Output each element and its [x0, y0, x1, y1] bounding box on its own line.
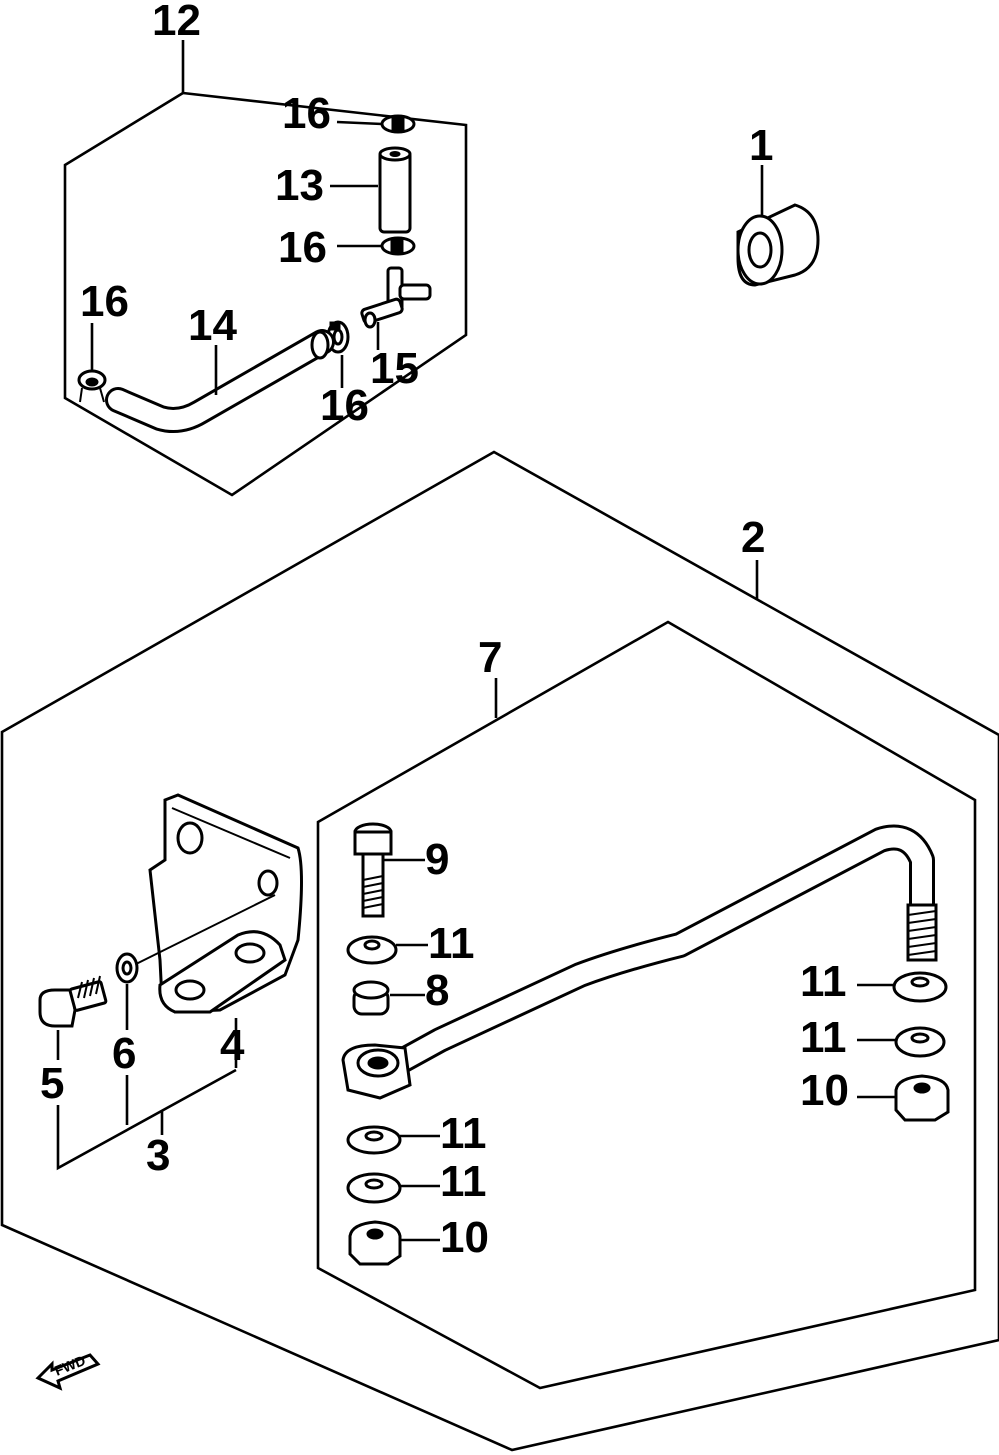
label-1: 1: [749, 121, 773, 170]
label-13: 13: [275, 161, 324, 210]
hose-13: [378, 146, 412, 234]
label-11-b: 11: [800, 957, 847, 1006]
label-9: 9: [425, 835, 449, 884]
forward-arrow-icon: FWD: [35, 1352, 101, 1391]
nut-10-right: [894, 1074, 950, 1122]
bracket-4: [127, 793, 303, 1014]
leader-16-top: [336, 120, 383, 126]
label-11-c: 11: [800, 1013, 847, 1062]
kit-12-outline: [63, 91, 468, 497]
kit-12-group: 12 16 13 16 15: [63, 0, 468, 497]
label-16-bottom: 16: [320, 381, 369, 430]
label-10-right: 10: [800, 1066, 849, 1115]
kit-7-outline: [316, 620, 977, 1390]
washer-11-d: [346, 1125, 402, 1155]
kit-7-group: 7 9 11 8: [316, 620, 977, 1390]
label-5: 5: [40, 1059, 64, 1108]
label-10-left: 10: [440, 1213, 489, 1262]
collar-8: [352, 980, 390, 1016]
label-6: 6: [112, 1029, 136, 1078]
washer-11-b: [892, 971, 948, 1003]
label-12: 12: [152, 0, 201, 45]
label-4: 4: [220, 1021, 245, 1070]
label-7: 7: [478, 633, 502, 682]
label-11-e: 11: [440, 1157, 487, 1206]
washer-11-a: [346, 935, 398, 965]
hose-clamp-16-left: [77, 369, 107, 403]
washer-11-c: [894, 1026, 946, 1058]
grommet-1: [736, 203, 820, 287]
assembly-3-bracket: [56, 1068, 237, 1171]
label-11-d: 11: [440, 1109, 487, 1158]
hose-14: [105, 329, 335, 433]
bolt-9: [353, 822, 393, 918]
kit-2-outline: [0, 450, 999, 1452]
kit-2-group: 2 4 6 5 3: [0, 450, 999, 1452]
bolt-5: [38, 975, 108, 1028]
label-16-top: 16: [282, 89, 331, 138]
washer-11-e: [346, 1172, 402, 1204]
label-3: 3: [146, 1131, 170, 1180]
hose-clamp-16-middle: [380, 236, 416, 256]
label-14: 14: [188, 301, 237, 350]
label-16-middle: 16: [278, 223, 327, 272]
label-8: 8: [425, 966, 449, 1015]
throttle-rod: [341, 824, 938, 1100]
label-15: 15: [370, 344, 419, 393]
joint-15: [360, 266, 432, 329]
label-16-left: 16: [80, 277, 129, 326]
label-11-a: 11: [428, 919, 475, 968]
hose-clamp-16-top: [380, 114, 416, 134]
washer-6: [115, 952, 139, 984]
nut-10-left: [348, 1220, 402, 1266]
label-2: 2: [741, 513, 765, 562]
